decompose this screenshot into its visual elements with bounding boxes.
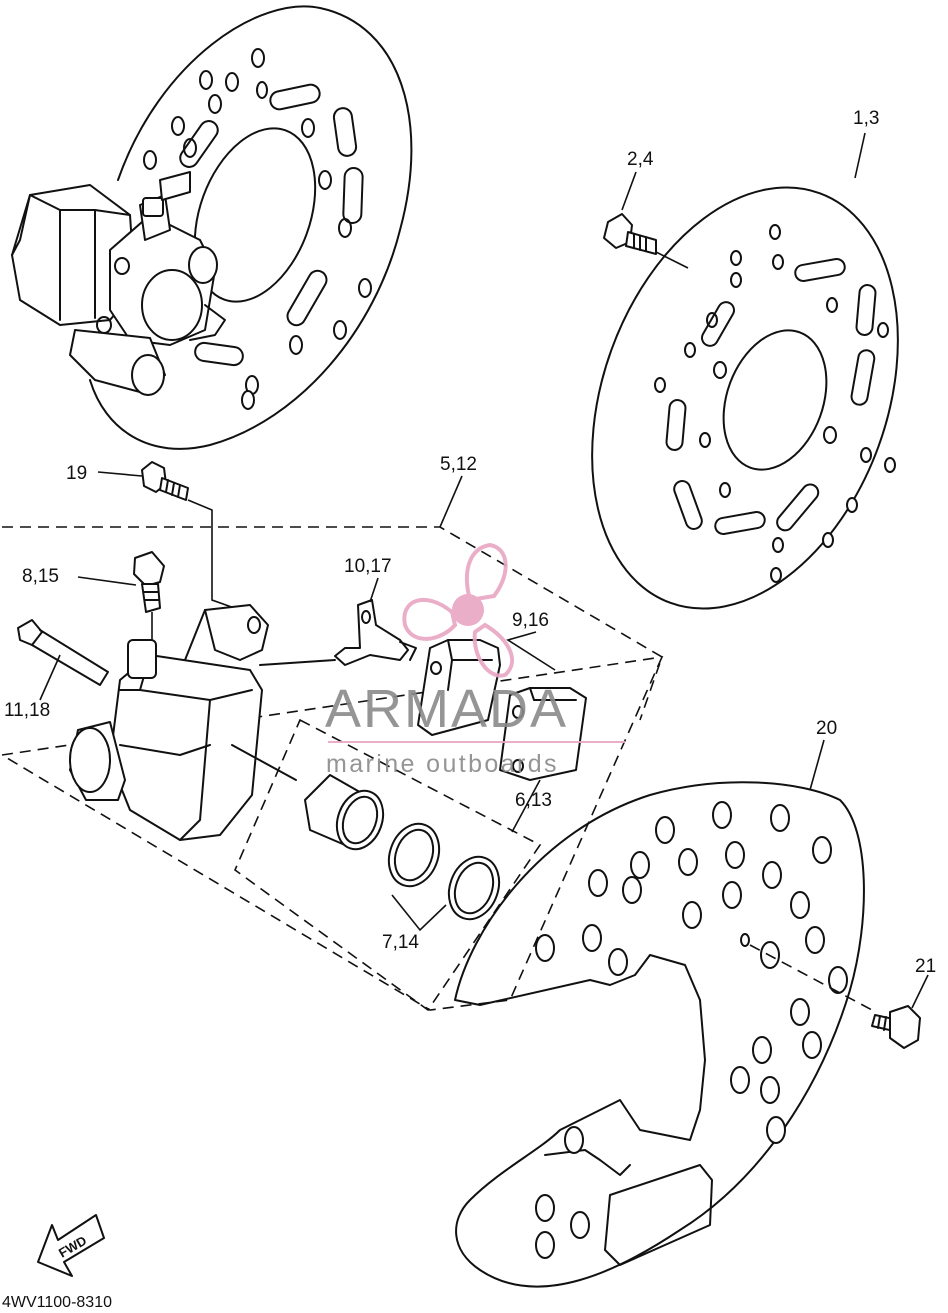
caliper-bracket [184, 604, 336, 666]
callout-6-13: 6,13 [515, 790, 552, 811]
callout-labels: 1,3 2,4 19 5,12 8,15 10,17 9,16 11,18 6,… [4, 108, 936, 977]
diagram-code: 4WV1100-8310 [2, 1294, 112, 1311]
propeller-logo-icon [402, 542, 515, 678]
disc-bolt [603, 213, 689, 269]
callout-19: 19 [66, 463, 87, 484]
bleed-screw [133, 551, 165, 640]
seal-group-outline [234, 718, 542, 1012]
callout-10-17: 10,17 [344, 556, 392, 577]
brake-pad-outer [499, 687, 587, 781]
pad-spring [334, 599, 417, 666]
cover-bolt [871, 1005, 921, 1049]
assembled-brake-disc [89, 5, 413, 450]
watermark-tagline: marine outboards [326, 750, 559, 778]
leader-lines [39, 132, 929, 1009]
brake-disc [591, 186, 899, 610]
caliper-piston [304, 774, 385, 851]
armada-watermark: ARMADA marine outboards [325, 542, 625, 778]
callout-1-3: 1,3 [853, 108, 879, 129]
caliper-bolt [141, 461, 189, 501]
watermark-brand: ARMADA [325, 679, 568, 739]
callout-5-12: 5,12 [440, 454, 477, 475]
callout-11-18: 11,18 [4, 700, 50, 721]
assembled-caliper [11, 171, 226, 396]
callout-21: 21 [915, 956, 936, 977]
caliper-pin [17, 619, 109, 686]
callout-20: 20 [816, 718, 837, 739]
callout-8-15: 8,15 [22, 566, 59, 587]
forward-direction-arrow: FWD [37, 1214, 105, 1277]
callout-9-16: 9,16 [512, 610, 549, 631]
callout-2-4: 2,4 [627, 149, 654, 170]
callout-7-14: 7,14 [382, 932, 419, 953]
disc-cover [454, 781, 873, 1288]
piston-seal-ring [387, 822, 441, 888]
caliper-body [69, 639, 297, 841]
brake-pad-inner [417, 639, 501, 736]
dust-seal-ring [447, 855, 501, 921]
